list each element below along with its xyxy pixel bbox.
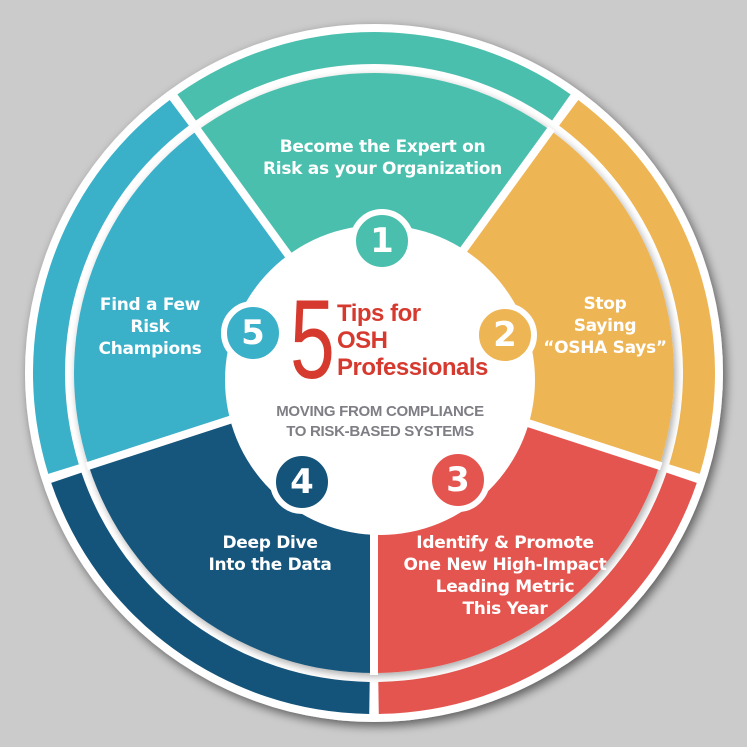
tip-5-label: Find a Few Risk Champions	[98, 295, 202, 359]
tip-2-number-badge: 2	[473, 303, 537, 367]
tip-1-label: Become the Expert on Risk as your Organi…	[263, 137, 502, 179]
title-text: Tips for OSH Professionals	[337, 300, 488, 381]
subtitle: MOVING FROM COMPLIANCE TO RISK-BASED SYS…	[276, 403, 484, 440]
tip-3-label: Identify & Promote One New High-Impact L…	[403, 533, 607, 619]
ring-segment-2	[559, 99, 715, 474]
center-title: 5 Tips for OSH Professionals	[280, 284, 500, 400]
tip-4-label: Deep Dive Into the Data	[208, 533, 332, 575]
tip-1-number-badge: 1	[350, 209, 414, 273]
tip-4-number-badge: 4	[270, 450, 334, 514]
tip-3-number-badge: 3	[426, 448, 490, 512]
ring-segment-1	[177, 32, 571, 121]
tip-5-number-badge: 5	[221, 301, 285, 365]
title-number: 5	[290, 277, 335, 402]
tip-2-label: Stop Saying “OSHA Says”	[543, 294, 667, 358]
ring-segment-5	[32, 99, 189, 474]
ring-segment-3	[378, 472, 697, 714]
ring-segment-4	[51, 472, 370, 714]
